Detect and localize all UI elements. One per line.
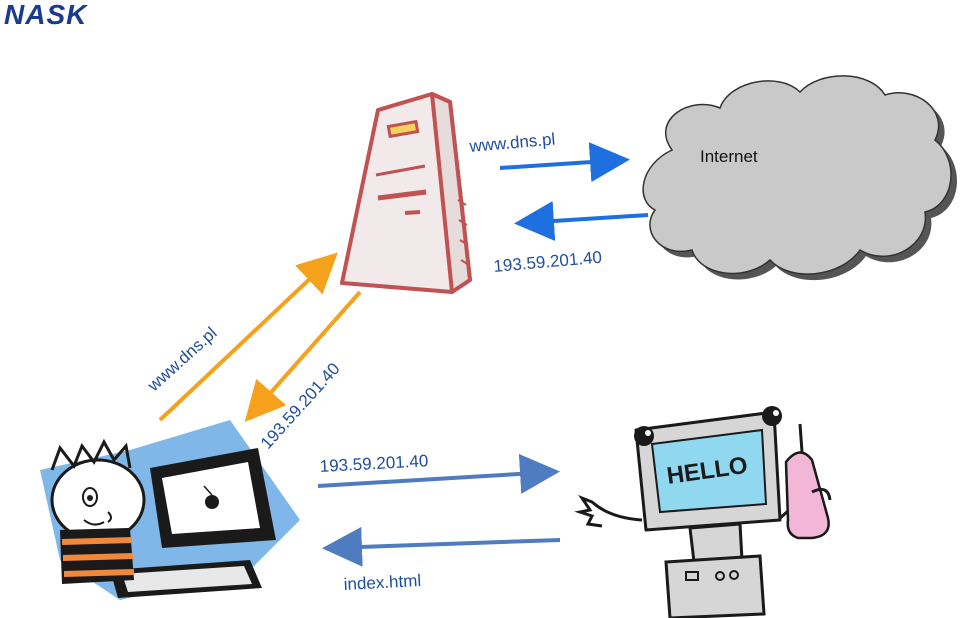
internet-cloud: Internet — [642, 75, 958, 281]
label-server-to-client: 193.59.201.40 — [257, 359, 344, 453]
phone-icon — [784, 451, 830, 540]
nask-logo: NASK — [4, 0, 88, 30]
label-web-to-client: index.html — [343, 571, 421, 594]
client-user-computer — [40, 420, 300, 600]
arrow-server-to-internet — [499, 142, 630, 183]
internet-label: Internet — [700, 147, 758, 166]
arrow-server-to-client — [244, 290, 362, 422]
arrow-web-to-client — [322, 526, 561, 567]
label-client-to-server: www.dns.pl — [143, 323, 220, 395]
label-internet-to-server: 193.59.201.40 — [493, 248, 603, 276]
dns-server — [340, 92, 472, 294]
arrow-client-to-web — [317, 453, 560, 494]
label-client-to-web: 193.59.201.40 — [319, 451, 429, 476]
arrow-internet-to-server — [514, 201, 649, 241]
bomb-icon — [205, 495, 219, 509]
arrow-client-to-server — [158, 252, 338, 422]
web-server-character: HELLO — [574, 406, 832, 618]
label-server-to-internet: www.dns.pl — [468, 130, 556, 157]
